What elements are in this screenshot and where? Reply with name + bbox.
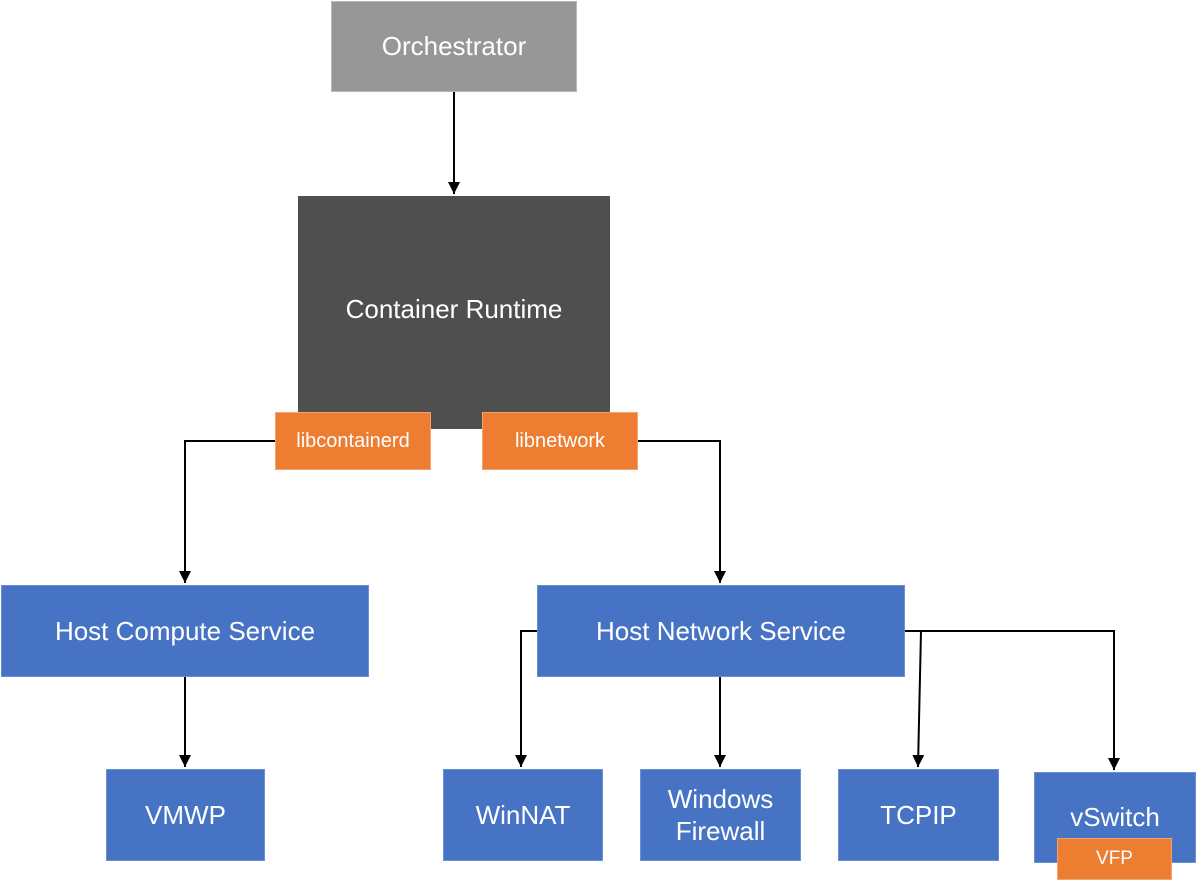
edge-libnetwork-to-host-network-service (638, 440, 726, 583)
windows-firewall-node: Windows Firewall (640, 769, 801, 861)
edge-host-network-service-to-tcpip (905, 630, 925, 768)
vfp-node: VFP (1057, 838, 1172, 880)
vmwp-node: VMWP (106, 769, 265, 861)
windows-firewall-label-line-1: Windows (667, 783, 774, 814)
edge-host-network-service-to-winnat (515, 630, 537, 767)
windows-firewall-label-line-2: Firewall (675, 816, 766, 846)
host-network-service-label: Host Network Service (596, 615, 846, 646)
orchestrator-node: Orchestrator (331, 1, 577, 92)
edge-libcontainerd-to-host-compute-service (179, 440, 275, 583)
host-network-service-node: Host Network Service (537, 585, 905, 677)
container-runtime-node: Container Runtime (298, 196, 610, 429)
libnetwork-label: libnetwork (514, 429, 606, 452)
container-runtime-label: Container Runtime (345, 294, 563, 325)
winnat-label: WinNAT (475, 799, 571, 830)
libcontainerd-label: libcontainerd (296, 429, 410, 452)
orchestrator-label: Orchestrator (381, 31, 527, 62)
edge-host-network-service-to-vswitch (905, 630, 1120, 770)
tcpip-label: TCPIP (880, 799, 957, 830)
vswitch-label: vSwitch (1070, 802, 1160, 832)
tcpip-node: TCPIP (838, 769, 999, 861)
winnat-node: WinNAT (443, 769, 603, 861)
host-compute-service-node: Host Compute Service (1, 585, 369, 677)
windows-firewall-label: Windows Firewall (668, 783, 773, 848)
libcontainerd-node: libcontainerd (275, 412, 431, 470)
host-compute-service-label: Host Compute Service (54, 615, 316, 646)
libnetwork-node: libnetwork (482, 412, 638, 470)
vmwp-label: VMWP (145, 799, 226, 830)
vfp-label: VFP (1096, 848, 1133, 870)
